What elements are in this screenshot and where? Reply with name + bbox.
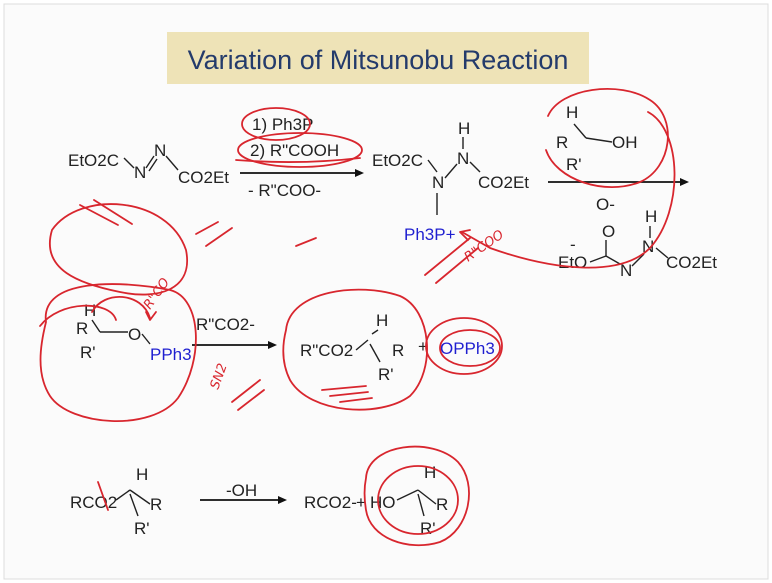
r4-ho: HO [370,493,396,512]
r2-o: O [602,222,615,241]
r4-product-rprime: R' [420,519,436,538]
r2-co2et: CO2Et [666,253,717,272]
r2-h: H [566,103,578,122]
r3-r: R [76,319,88,338]
r2-eto: EtO [558,253,587,272]
r1-reagent-2: 2) R"COOH [250,141,339,160]
r1-product-ph3p: Ph3P+ [404,225,456,244]
r2-r: R [556,133,568,152]
r2-n1: N [620,261,632,280]
r3-o: O [128,325,141,344]
r1-co2et: CO2Et [178,168,229,187]
ink-circle-oxide [425,317,503,375]
r1-reagent-1: 1) Ph3P [252,115,313,134]
r1-product-h: H [458,119,470,138]
ink-arrow-curve [461,111,676,269]
ink-circle-reactant3 [39,283,197,422]
reaction-1: EtO2C N N CO2Et 1) Ph3P 2) R"COOH - R"CO… [68,115,529,244]
r1-n1: N [134,163,146,182]
slide-title: Variation of Mitsunobu Reaction [188,45,569,75]
r1-eto2c: EtO2C [68,151,119,170]
r3-product-h: H [376,311,388,330]
ink-circle-left [49,203,189,296]
r1-byproduct: - R"COO- [248,181,321,200]
r1-product-n1: N [432,173,444,192]
r4-plus: + [356,493,366,512]
r2-rprime: R' [566,155,582,174]
r3-h: H [84,301,96,320]
r3-oxide: OPPh3 [440,339,495,358]
r4-h: H [136,465,148,484]
r4-r: R [150,495,162,514]
r1-product-eto2c: EtO2C [372,151,423,170]
reaction-4: RCO2 H R R' -OH RCO2- + HO H R R' [70,463,448,538]
r4-rco2: RCO2 [70,493,117,512]
r4-product-rco2: RCO2- [304,493,357,512]
r3-rprime: R' [80,343,96,362]
title-banner [167,32,589,84]
r3-product-r: R [392,341,404,360]
r4-rprime: R' [134,519,150,538]
r1-product-co2et: CO2Et [478,173,529,192]
r1-n2: N [154,141,166,160]
r3-product-rco2: R"CO2 [300,341,353,360]
ink-circle-rcooh [237,132,363,168]
r4-product-r: R [436,495,448,514]
r2-h2: H [645,207,657,226]
r2-oh: OH [612,133,638,152]
r3-product-rprime: R' [378,365,394,384]
r2-o-minus: O- [596,195,615,214]
ink-circle-ph3p [241,107,311,141]
reaction-3: H R R' O PPh3 R"CO2- R"CO2 H R R' + OPPh… [76,301,495,384]
r3-plus: + [418,337,428,356]
reaction-2: H R R' OH O- O - EtO N N H CO2Et [548,103,717,280]
r3-reagent: R"CO2- [196,315,255,334]
r3-pph3: PPh3 [150,345,192,364]
ink-circle-alcohol-product [363,445,470,547]
ink-strike-c [97,481,109,511]
r4-reagent: -OH [226,481,257,500]
ink-circle-product3 [282,288,428,411]
r2-minus: - [570,235,576,254]
r1-product-n2: N [457,149,469,168]
